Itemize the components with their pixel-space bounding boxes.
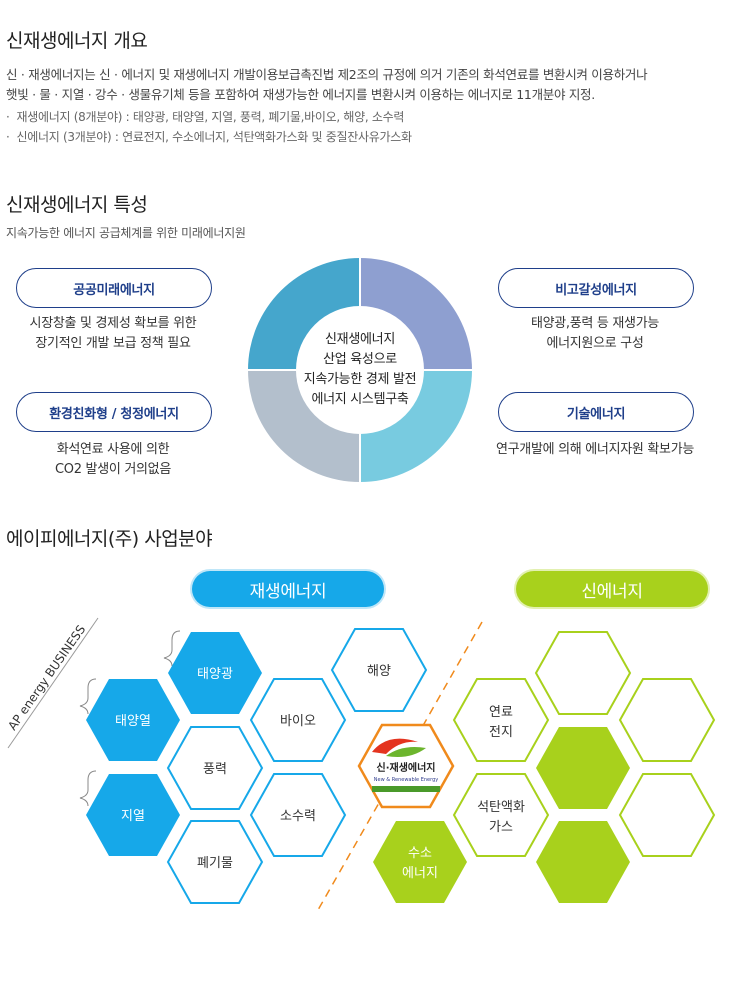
hex-label: 지열	[121, 809, 145, 824]
overview-bullet-new: · 신에너지 (3개분야) : 연료전지, 수소에너지, 석탄액화가스화 및 중…	[6, 130, 412, 144]
feature-desc-public: 시장창출 및 경제성 확보를 위한 장기적인 개발 보급 정책 필요	[6, 314, 220, 354]
logo-subtitle: New & Renewable Energy	[374, 777, 438, 783]
features-donut-chart	[248, 258, 472, 482]
hex-label: 소수력	[280, 809, 316, 824]
feature-pill-nonexhaustive: 비고갈성에너지	[498, 268, 694, 308]
business-title: 에이피에너지(주) 사업분야	[6, 528, 213, 550]
renewable-logo-icon	[372, 738, 418, 754]
hex-coal-gas	[452, 773, 550, 857]
hex-bio	[249, 678, 347, 762]
hex-hydrogen	[373, 821, 467, 903]
brace-icon	[163, 630, 181, 667]
hex-solar-heat	[86, 679, 180, 761]
hex-filled	[536, 821, 630, 903]
feature-pill-tech: 기술에너지	[498, 392, 694, 432]
donut-segment-top-right	[360, 258, 472, 370]
desc-line: 태양광,풍력 등 재생가능	[530, 316, 660, 331]
hex-fuel-cell	[452, 678, 550, 762]
logo-caption-bar	[372, 786, 440, 792]
overview-bullet-renewable: · 재생에너지 (8개분야) : 태양광, 태양열, 지열, 풍력, 폐기물,바…	[6, 110, 405, 124]
feature-pill-public: 공공미래에너지	[16, 268, 212, 308]
feature-desc-nonexhaustive: 태양광,풍력 등 재생가능 에너지원으로 구성	[488, 314, 702, 354]
hex-solar-pv	[168, 632, 262, 714]
new-energy-header: 신에너지	[516, 571, 708, 607]
desc-line: CO2 발생이 거의없음	[55, 462, 171, 477]
hex-label: 전지	[489, 725, 513, 740]
hex-label: 바이오	[280, 714, 316, 729]
desc-line: 에너지원으로 구성	[546, 336, 644, 351]
hex-label: 해양	[367, 664, 391, 679]
feature-desc-eco: 화석연료 사용에 의한 CO2 발생이 거의없음	[6, 440, 220, 480]
hex-small-hydro	[249, 773, 347, 857]
feature-desc-tech: 연구개발에 의해 에너지자원 확보가능	[482, 440, 708, 460]
hex-label: 가스	[489, 820, 513, 835]
hex-label: 풍력	[203, 762, 227, 777]
desc-line: 장기적인 개발 보급 정책 필요	[35, 336, 191, 351]
hex-wind	[166, 726, 264, 810]
features-title: 신재생에너지 특성	[6, 194, 148, 216]
center-line: 지속가능한 경제 발전	[303, 372, 417, 387]
donut-segment-bottom-right	[360, 370, 472, 482]
business-hex-diagram: AP energy BUSINESS 태양광 태양열 지열 풍력 폐기물 바이오…	[5, 617, 716, 911]
hex-label: 연료	[489, 705, 513, 720]
hex-waste	[166, 820, 264, 904]
hex-label: 수소	[408, 846, 432, 861]
feature-pill-eco: 환경친화형 / 청정에너지	[16, 392, 212, 432]
hex-empty	[618, 773, 716, 857]
renewable-logo-icon	[386, 747, 426, 757]
hex-filled	[536, 727, 630, 809]
hex-empty	[618, 678, 716, 762]
hex-label: 태양열	[115, 714, 151, 729]
brace-icon	[79, 678, 97, 715]
renewable-energy-header: 재생에너지	[192, 571, 384, 607]
hex-geothermal	[86, 774, 180, 856]
hex-empty	[534, 631, 632, 715]
desc-line: 화석연료 사용에 의한	[56, 442, 170, 457]
bullet-text: 재생에너지 (8개분야) : 태양광, 태양열, 지열, 풍력, 폐기물,바이오…	[16, 110, 405, 124]
donut-segment-bottom-left	[248, 370, 360, 482]
overview-paragraph-line1: 신 · 재생에너지는 신 · 에너지 및 재생에너지 개발이용보급촉진법 제2조…	[6, 67, 648, 82]
side-label: AP energy BUSINESS	[5, 623, 88, 733]
center-line: 신재생에너지	[325, 332, 395, 347]
donut-center-text: 신재생에너지 산업 육성으로 지속가능한 경제 발전 에너지 시스템구축	[288, 330, 432, 410]
center-line: 산업 육성으로	[323, 352, 397, 367]
donut-segment-top-left	[248, 258, 360, 370]
features-subtitle: 지속가능한 에너지 공급체계를 위한 미래에너지원	[6, 226, 246, 240]
hex-label: 석탄액화	[477, 800, 525, 815]
hex-label: 태양광	[197, 667, 233, 682]
desc-line: 시장창출 및 경제성 확보를 위한	[29, 316, 197, 331]
overview-title: 신재생에너지 개요	[6, 30, 148, 52]
bullet-text: 신에너지 (3개분야) : 연료전지, 수소에너지, 석탄액화가스화 및 중질잔…	[16, 130, 412, 144]
hex-label: 폐기물	[197, 856, 233, 871]
center-line: 에너지 시스템구축	[311, 392, 409, 407]
brace-icon	[79, 770, 97, 807]
logo-title: 신·재생에너지	[377, 761, 436, 774]
hex-label: 에너지	[402, 866, 438, 881]
hex-ocean	[330, 628, 428, 712]
overview-paragraph-line2: 햇빛 · 물 · 지열 · 강수 · 생물유기체 등을 포함하여 재생가능한 에…	[6, 87, 595, 102]
desc-line: 연구개발에 의해 에너지자원 확보가능	[495, 442, 695, 457]
